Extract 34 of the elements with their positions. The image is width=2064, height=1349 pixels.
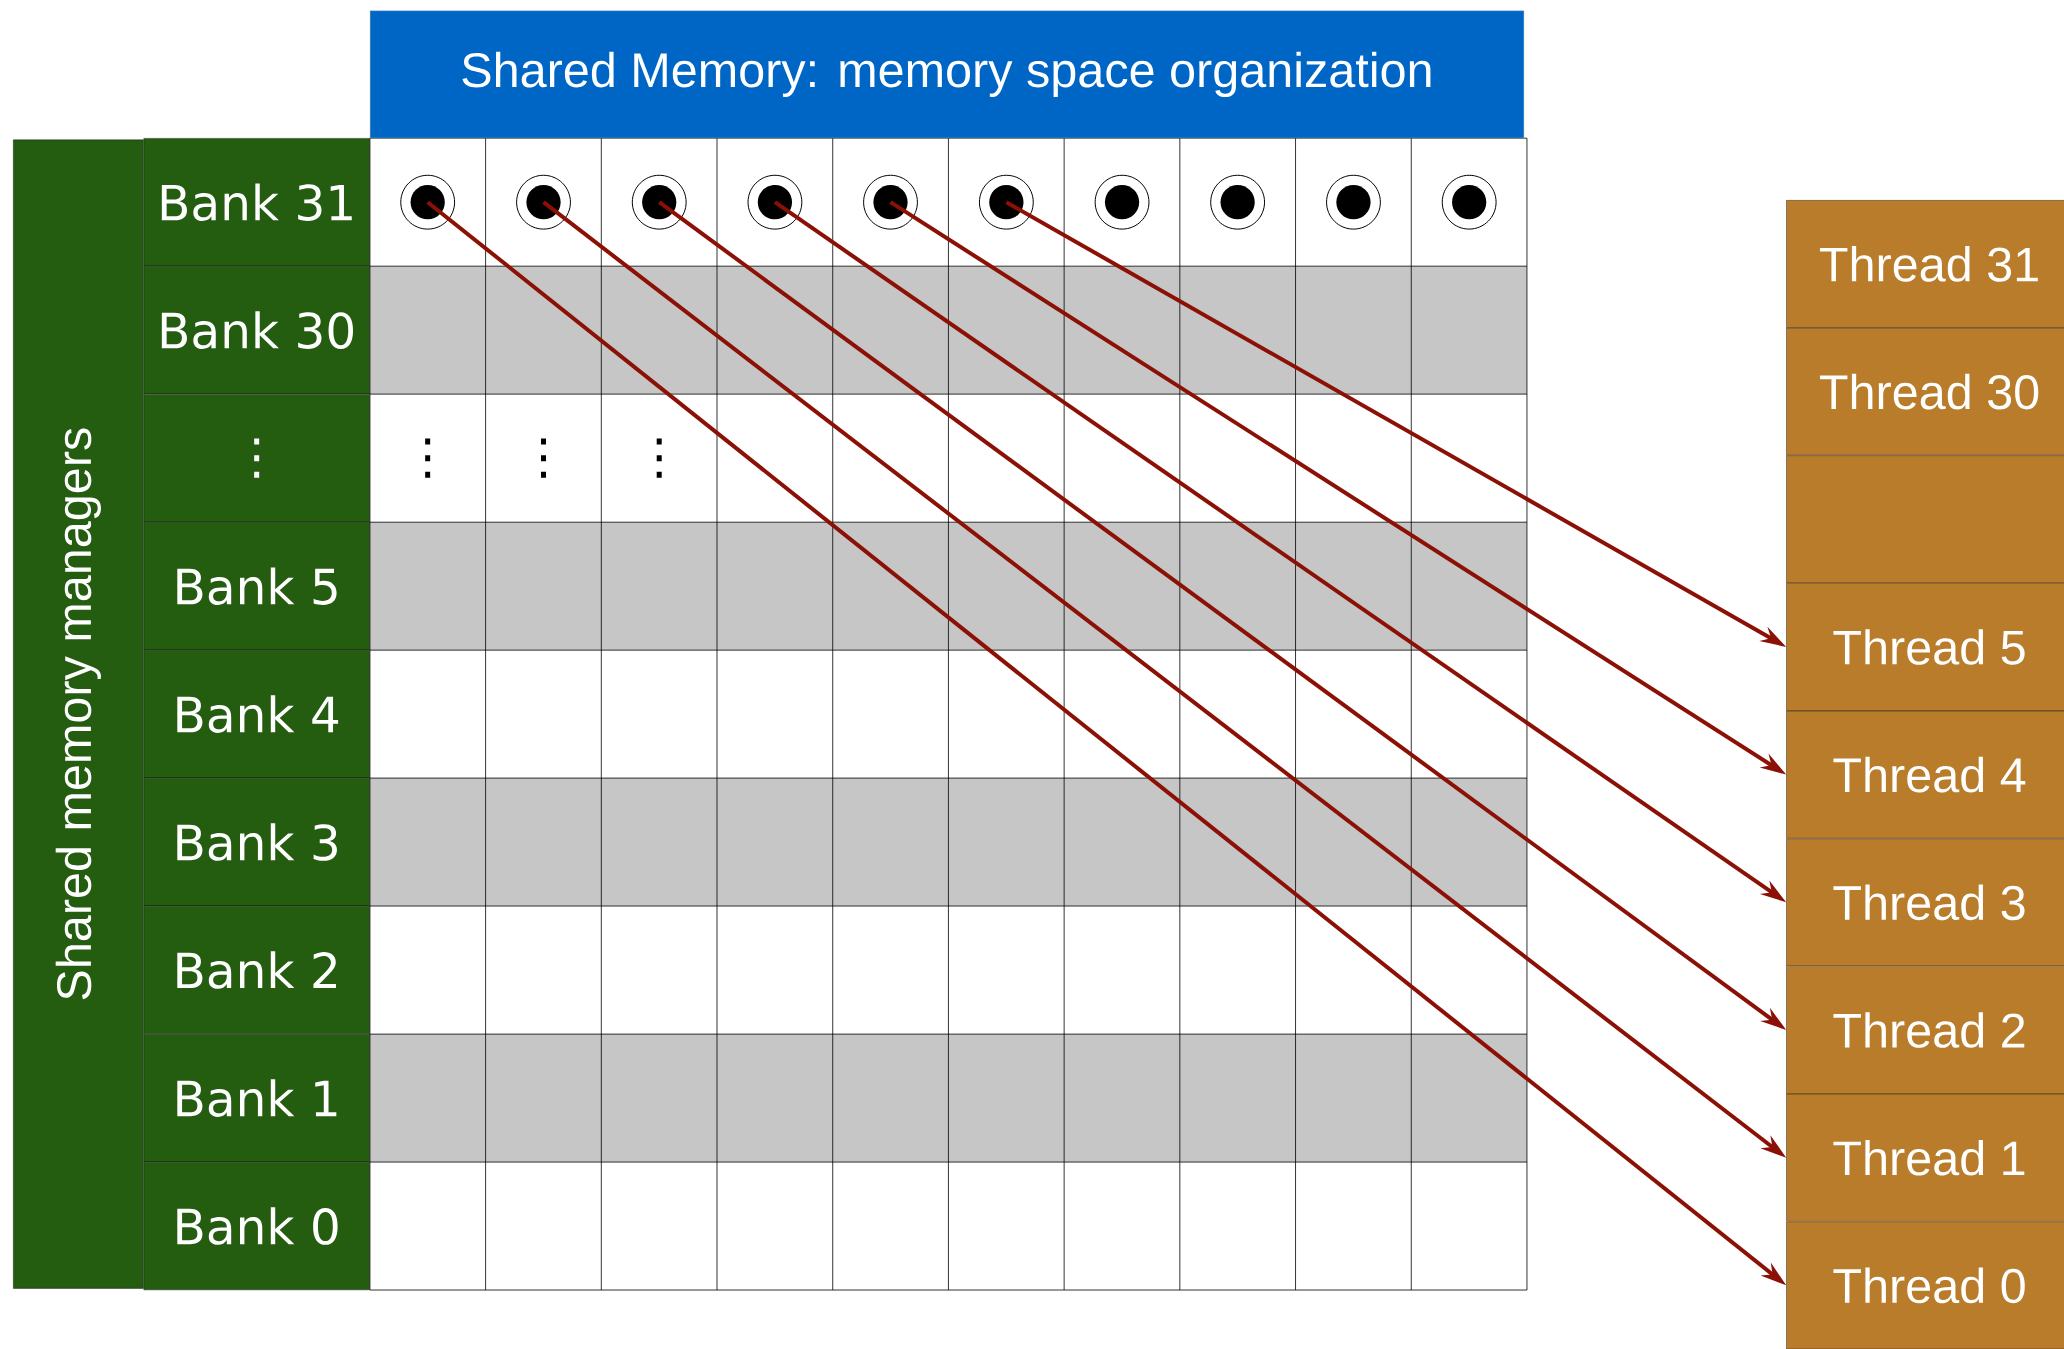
ellipsis-mark: ⋮	[656, 438, 662, 478]
thread-box: Thread 2	[1786, 966, 2064, 1094]
thread-box: Thread 30	[1786, 327, 2064, 456]
bank-box: Bank 31	[143, 138, 370, 267]
data-dot	[747, 174, 803, 230]
node-label: Thread 3	[1833, 884, 2025, 921]
data-dot	[1441, 174, 1497, 230]
bank-box: Bank 4	[143, 650, 370, 779]
data-dot	[631, 174, 687, 230]
data-dot	[516, 174, 571, 230]
data-dot	[1094, 174, 1150, 230]
thread-box: Thread 4	[1786, 710, 2064, 839]
thread-box: Thread 3	[1786, 838, 2064, 967]
data-dot	[978, 174, 1034, 230]
title-banner: Shared Memory: memory space organization	[369, 10, 1525, 139]
ellipsis-mark: ⋮	[425, 438, 431, 478]
bank-box: Bank 1	[143, 1033, 370, 1162]
bank-box: Bank 2	[143, 905, 370, 1034]
thread-box: Thread 5	[1786, 583, 2064, 711]
thread-box: Thread 31	[1786, 199, 2064, 328]
bank-box: Bank 0	[143, 1161, 370, 1290]
bank-box: ⋮	[143, 394, 370, 523]
thread-box: Thread 0	[1786, 1221, 2064, 1349]
data-dot	[863, 174, 918, 230]
data-dot	[1326, 174, 1381, 230]
thread-box	[1786, 455, 2064, 584]
node-label: Thread 2	[1833, 1012, 2025, 1048]
bank-box: Bank 5	[143, 522, 370, 651]
bank-box: Bank 30	[143, 266, 370, 395]
thread-box: Thread 1	[1786, 1093, 2064, 1222]
data-dot	[1210, 174, 1266, 230]
data-dot	[400, 174, 456, 230]
bank-box: Bank 3	[143, 777, 370, 906]
ellipsis-mark: ⋮	[541, 438, 546, 478]
